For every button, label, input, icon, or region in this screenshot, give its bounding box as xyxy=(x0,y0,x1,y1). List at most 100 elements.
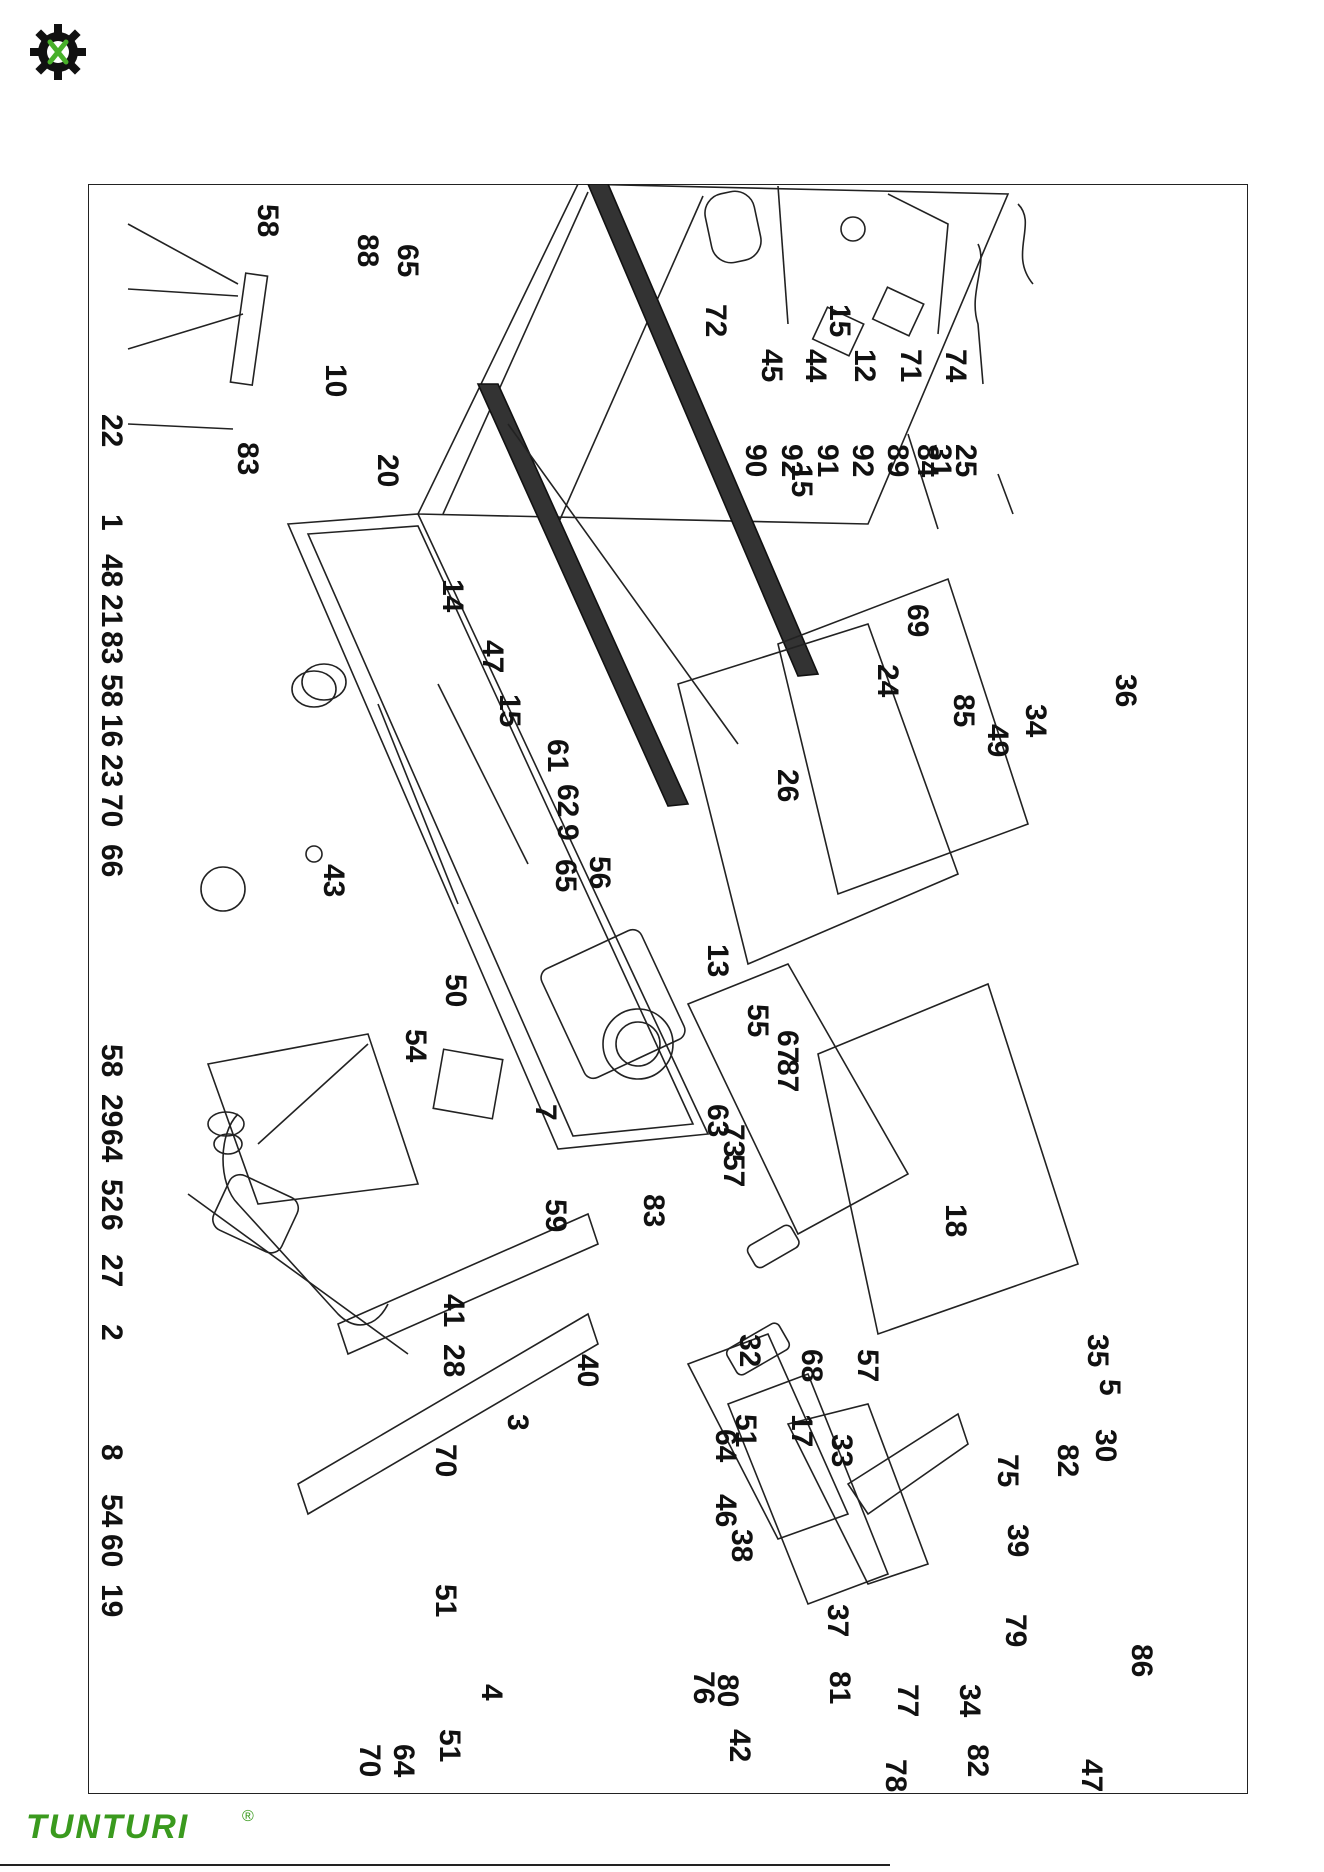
registered-mark: ® xyxy=(242,1808,254,1825)
callout-label: 83 xyxy=(231,442,264,475)
callout-label: 57 xyxy=(717,1154,750,1187)
callout-label: 45 xyxy=(755,349,788,382)
callout-label: 82 xyxy=(961,1744,994,1777)
callout-label: 84 xyxy=(911,444,944,478)
callout-label: 1 xyxy=(95,514,128,531)
callout-label: 7 xyxy=(529,1104,562,1121)
callout-label: 15 xyxy=(785,464,818,497)
callout-label: 35 xyxy=(1081,1334,1114,1367)
callout-label: 60 xyxy=(95,1534,128,1567)
callout-label: 8 xyxy=(95,1444,128,1461)
callout-label: 56 xyxy=(583,856,616,889)
callout-label: 30 xyxy=(1089,1429,1122,1462)
callout-label: 18 xyxy=(939,1204,972,1237)
footer-rule xyxy=(0,1864,890,1866)
callout-label: 89 xyxy=(881,444,914,477)
callout-label: 29 xyxy=(95,1094,128,1127)
callout-label: 75 xyxy=(991,1454,1024,1487)
callout-label: 50 xyxy=(439,974,472,1007)
callout-label: 23 xyxy=(95,754,128,787)
callout-label: 6 xyxy=(95,1214,128,1231)
callout-label: 40 xyxy=(571,1354,604,1387)
callout-label: 4 xyxy=(475,1684,508,1701)
callout-label: 20 xyxy=(371,454,404,487)
callout-label: 42 xyxy=(723,1729,756,1762)
callout-label: 26 xyxy=(771,769,804,802)
callout-label: 85 xyxy=(947,694,980,727)
brand-wordmark: TUNTURI xyxy=(26,1808,190,1846)
callout-label: 51 xyxy=(429,1584,462,1617)
callout-label: 34 xyxy=(953,1684,986,1718)
callout-label: 83 xyxy=(95,631,128,664)
callout-label: 41 xyxy=(437,1294,470,1327)
gear-wrench-logo-icon xyxy=(30,24,86,80)
callout-label: 28 xyxy=(437,1344,470,1377)
callout-label: 21 xyxy=(95,594,128,627)
callout-label: 63 xyxy=(701,1104,734,1137)
callout-label: 22 xyxy=(95,414,128,447)
callout-label: 16 xyxy=(95,714,128,747)
callout-label: 19 xyxy=(95,1584,128,1617)
callout-label: 47 xyxy=(1075,1759,1108,1792)
diagram-frame xyxy=(88,184,1248,1794)
callout-label: 82 xyxy=(1051,1444,1084,1477)
callout-label: 77 xyxy=(891,1684,924,1717)
callout-label: 15 xyxy=(493,694,526,727)
callout-label: 62 xyxy=(551,784,584,817)
callout-label: 83 xyxy=(637,1194,670,1227)
callout-label: 67 xyxy=(771,1030,804,1063)
callout-label: 92 xyxy=(775,444,808,477)
callout-label: 52 xyxy=(95,1179,128,1212)
callout-label: 70 xyxy=(353,1744,386,1777)
callout-label: 12 xyxy=(848,349,881,382)
callout-label: 2 xyxy=(95,1324,128,1341)
callout-label: 14 xyxy=(436,579,469,613)
callout-label: 78 xyxy=(879,1759,912,1792)
callout-label: 57 xyxy=(851,1349,884,1382)
callout-label: 79 xyxy=(999,1614,1032,1647)
callout-label: 71 xyxy=(894,349,927,382)
callout-label: 49 xyxy=(981,724,1014,757)
callout-label: 69 xyxy=(901,604,934,637)
callout-label: 87 xyxy=(771,1059,804,1092)
callout-label: 25 xyxy=(949,444,982,477)
callout-label: 31 xyxy=(924,444,957,477)
callout-label: 43 xyxy=(317,864,350,897)
callout-label: 17 xyxy=(785,1414,818,1447)
callout-label: 24 xyxy=(871,664,904,698)
callout-label: 58 xyxy=(95,1044,128,1077)
callout-label: 90 xyxy=(739,444,772,477)
callout-label: 10 xyxy=(319,364,352,397)
callout-label: 54 xyxy=(95,1494,128,1528)
callout-label: 64 xyxy=(387,1744,420,1778)
exploded-parts-diagram: 88 65 58 22 83 10 1 48 21 83 58 16 23 70… xyxy=(95,184,1158,1792)
callout-label: 80 xyxy=(711,1674,744,1707)
callout-label: 13 xyxy=(701,944,734,977)
callout-label: 65 xyxy=(391,244,424,277)
callout-label: 88 xyxy=(351,234,384,267)
callout-label: 55 xyxy=(741,1004,774,1037)
callout-label: 70 xyxy=(429,1444,462,1477)
callout-label: 86 xyxy=(1125,1644,1158,1677)
callout-label: 70 xyxy=(95,794,128,827)
callout-label: 46 xyxy=(709,1494,742,1527)
callout-label: 64 xyxy=(709,1429,742,1463)
callout-label: 51 xyxy=(729,1414,762,1447)
callout-label: 61 xyxy=(541,739,574,772)
callout-label: 91 xyxy=(811,444,844,477)
callout-label: 15 xyxy=(823,304,856,337)
callout-label: 54 xyxy=(399,1029,432,1063)
callout-label: 76 xyxy=(687,1671,720,1704)
callout-label: 36 xyxy=(1109,674,1142,707)
callout-label: 38 xyxy=(725,1529,758,1562)
callout-label: 47 xyxy=(476,640,509,673)
callout-label: 58 xyxy=(251,204,284,237)
callout-label: 3 xyxy=(501,1414,534,1431)
callout-label: 27 xyxy=(95,1254,128,1287)
callout-label: 59 xyxy=(539,1199,572,1232)
callout-label: 58 xyxy=(95,674,128,707)
callout-label: 34 xyxy=(1019,704,1052,738)
callout-label: 64 xyxy=(95,1129,128,1163)
callout-label: 72 xyxy=(699,304,732,337)
callout-label: 39 xyxy=(1001,1524,1034,1557)
